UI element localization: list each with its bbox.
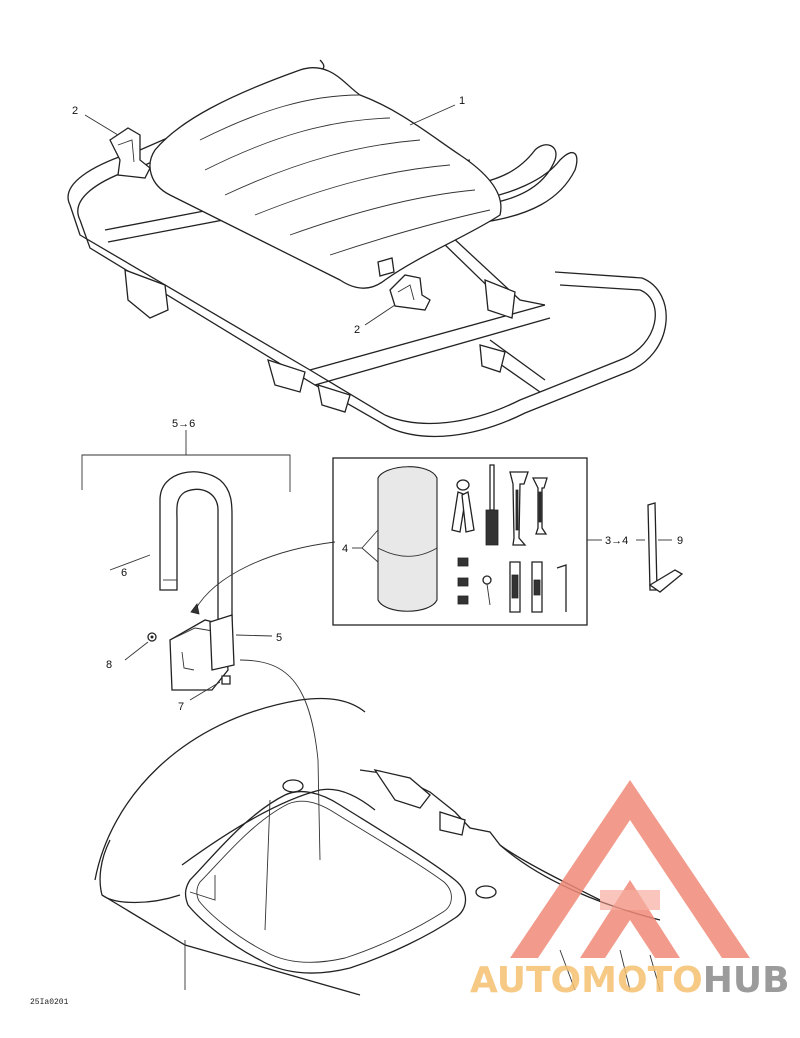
body-panel (94, 697, 661, 996)
callout-6: 6 (121, 567, 127, 579)
strap (159, 471, 233, 641)
drawing-code: 25Ia0201 (30, 998, 69, 1007)
callout-4: 4 (342, 543, 348, 555)
seat-cushion (149, 67, 502, 289)
access-hole-left (282, 779, 304, 793)
socket-wrench (509, 561, 521, 613)
callout-2-lower: 2 (354, 324, 360, 336)
callout-8: 8 (106, 659, 112, 671)
spark-plug-tester (482, 575, 492, 606)
callout-5-6: 5→6 (172, 418, 195, 430)
watermark-triangle-icon (510, 780, 750, 958)
watermark-logo: AUTOMOTOHUB (470, 780, 790, 1001)
strap-holder-upper (109, 127, 151, 179)
wrench-small (531, 477, 548, 535)
tool-kit-box (332, 457, 588, 626)
callout-9: 9 (677, 535, 683, 547)
plug-socket (531, 561, 543, 613)
rack-assembly (67, 59, 667, 438)
callout-7: 7 (178, 701, 184, 713)
strap-holder-lower (389, 274, 431, 311)
allen-key (556, 564, 567, 612)
storage-compartment (184, 791, 467, 974)
callout-5: 5 (276, 632, 282, 644)
callout-2-upper: 2 (72, 105, 78, 117)
callout-1: 1 (459, 95, 465, 107)
screwdriver (485, 464, 499, 546)
pliers (451, 479, 475, 533)
tool-bag (377, 466, 438, 612)
access-hole-right (475, 885, 497, 899)
watermark-text-primary: AUTOMOTO (470, 960, 703, 1001)
callout-labels: 1 2 2 5→6 4 3→4 9 6 5 8 7 (72, 95, 683, 713)
extension-bar (647, 502, 684, 593)
fuses (457, 557, 469, 605)
svg-text:AUTOMOTOHUB: AUTOMOTOHUB (470, 960, 790, 1001)
watermark-text-secondary: HUB (703, 960, 790, 1001)
tool-kit-assembly (81, 430, 684, 861)
callout-3-4: 3→4 (605, 535, 628, 547)
wrench-large (509, 471, 529, 546)
